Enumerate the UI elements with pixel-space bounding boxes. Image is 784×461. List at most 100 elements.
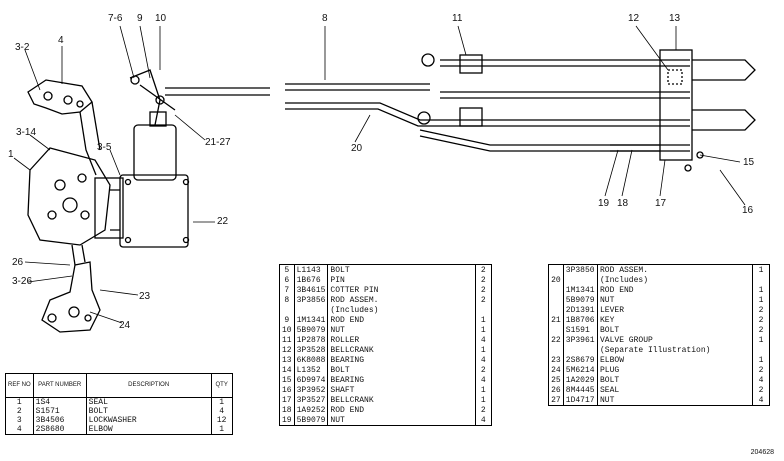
- qty: 4: [474, 335, 492, 345]
- description: BOLT: [327, 264, 476, 275]
- callout-3-2: 3-2: [15, 42, 30, 53]
- ref: 3: [5, 416, 34, 425]
- part-number: 1A2029: [562, 375, 598, 385]
- part-number: 1S4: [32, 397, 87, 407]
- description: BELLCRANK: [327, 395, 476, 405]
- ref: [548, 285, 564, 295]
- ref: 19: [279, 415, 295, 426]
- table-row: (Separate Illustration): [548, 345, 770, 355]
- part-number: S1571: [32, 407, 87, 416]
- description: (Includes): [597, 275, 753, 285]
- qty: 1: [752, 264, 770, 275]
- qty: 2: [752, 315, 770, 325]
- description: (Includes): [327, 305, 476, 315]
- part-number: 6K8088: [293, 355, 328, 365]
- description: KEY: [597, 315, 753, 325]
- callout-13: 13: [669, 13, 681, 24]
- elbow-bracket-lower: [41, 261, 101, 333]
- part-number: 1A9252: [293, 405, 328, 415]
- callout-26: 26: [12, 257, 24, 268]
- ref: 12: [279, 345, 295, 355]
- qty: 1: [210, 425, 233, 435]
- qty: 4: [474, 415, 492, 426]
- callout-3-26: 3-26: [12, 276, 33, 287]
- header-qty: QTY: [210, 373, 233, 398]
- qty: 1: [474, 395, 492, 405]
- part-number: [293, 305, 328, 315]
- description: ROD ASSEM.: [597, 264, 753, 275]
- ref: [548, 345, 564, 355]
- ref: 27: [548, 395, 564, 406]
- part-number: S1591: [562, 325, 598, 335]
- part-number: [562, 345, 598, 355]
- ref: 20: [548, 275, 564, 285]
- callout-8: 8: [322, 13, 328, 24]
- qty: [474, 305, 492, 315]
- part-number: 3P3850: [562, 264, 598, 275]
- header-part-number: PART NUMBER: [32, 373, 87, 398]
- pump-body: [27, 147, 111, 246]
- part-number: 3B4506: [32, 416, 87, 425]
- description: SHAFT: [327, 385, 476, 395]
- part-number: 3P3961: [562, 335, 598, 345]
- description: ROLLER: [327, 335, 476, 345]
- ref: 16: [279, 385, 295, 395]
- callout-11: 11: [452, 13, 463, 24]
- qty: 1: [474, 315, 492, 325]
- description: BEARING: [327, 375, 476, 385]
- parts-table-1: REF NO PART NUMBER DESCRIPTION QTY 1 1S4…: [5, 373, 233, 435]
- drawing-number: 204628: [750, 449, 774, 456]
- ref: [279, 305, 295, 315]
- qty: 2: [474, 275, 492, 285]
- description: ELBOW: [85, 425, 212, 435]
- table-row: 3 3B4506 LOCKWASHER 12: [5, 416, 233, 425]
- qty: 4: [474, 355, 492, 365]
- ref: 8: [279, 295, 295, 305]
- description: LOCKWASHER: [85, 416, 212, 425]
- qty: 2: [752, 365, 770, 375]
- callout-1: 1: [8, 149, 14, 160]
- callout-18: 18: [617, 198, 629, 209]
- part-number: 3B4615: [293, 285, 328, 295]
- table-row: 2 S1571 BOLT 4: [5, 407, 233, 416]
- table-row: 1 1S4 SEAL 1: [5, 397, 233, 407]
- description: VALVE GROUP: [597, 335, 753, 345]
- description: ELBOW: [597, 355, 753, 365]
- valve-group: [119, 174, 189, 248]
- qty: 1: [752, 335, 770, 345]
- ref: 14: [279, 365, 295, 375]
- description: NUT: [327, 415, 476, 426]
- part-number: 2S8679: [562, 355, 598, 365]
- table-header-row: REF NO PART NUMBER DESCRIPTION QTY: [5, 373, 233, 398]
- callout-19: 19: [598, 198, 610, 209]
- table-row: (Includes): [279, 305, 492, 315]
- part-number: 1B8706: [562, 315, 598, 325]
- ref: 17: [279, 395, 295, 405]
- description: BOLT: [597, 375, 753, 385]
- ref: 1: [5, 397, 34, 407]
- ref: 4: [5, 425, 34, 435]
- description: PIN: [327, 275, 476, 285]
- qty: 2: [474, 285, 492, 295]
- ref: 10: [279, 325, 295, 335]
- part-number: 5B9079: [293, 325, 328, 335]
- callout-17: 17: [655, 198, 667, 209]
- table-row: 4 2S8680 ELBOW 1: [5, 425, 233, 435]
- qty: 1: [752, 355, 770, 365]
- part-number: 5B9079: [293, 415, 328, 426]
- callout-7-6: 7-6: [108, 13, 123, 24]
- qty: 2: [752, 305, 770, 315]
- ref: 15: [279, 375, 295, 385]
- ref: 11: [279, 335, 295, 345]
